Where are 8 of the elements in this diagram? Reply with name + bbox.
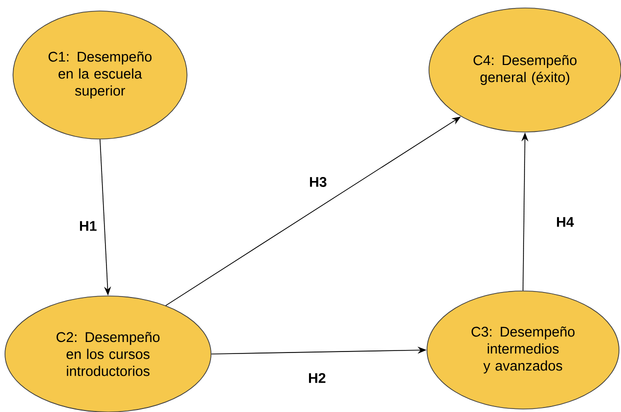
edge-label: H1 <box>77 219 99 233</box>
ellipse-node: C3: Desempeño intermedios y avanzados <box>426 290 620 410</box>
edge-label: H3 <box>307 175 329 189</box>
ellipse-node: C1: Desempeño en la escuela superior <box>12 10 188 140</box>
edge-label: H4 <box>554 215 576 229</box>
ellipse-node: C2: Desempeño en los cursos introductorios <box>4 296 212 412</box>
ellipse-node: C4: Desempeño general (éxito) <box>428 8 621 132</box>
edge-label: H2 <box>306 371 328 385</box>
